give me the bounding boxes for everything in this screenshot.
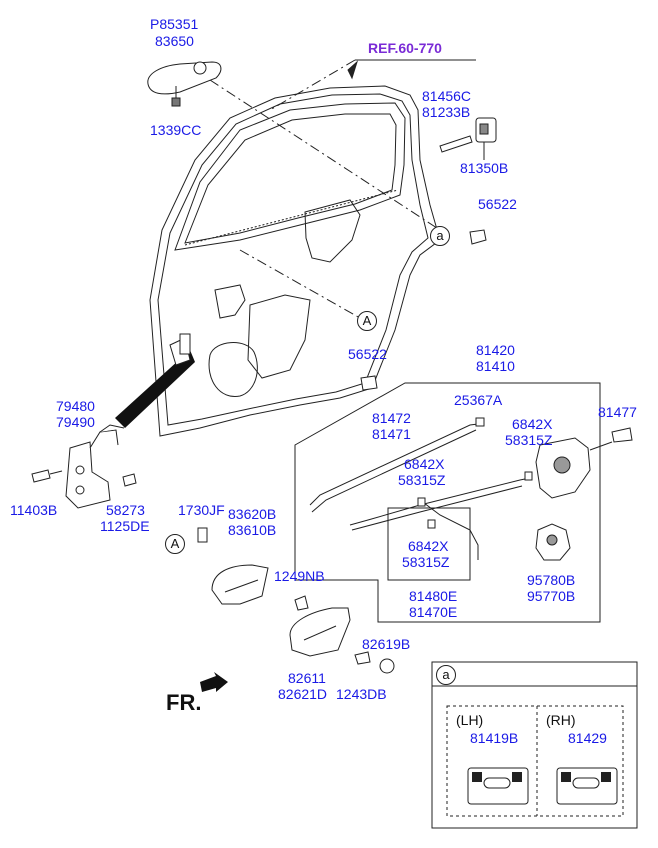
striker [439, 117, 497, 160]
label-83620b: 83620B [228, 506, 277, 522]
label-6842x-c: 6842X [408, 538, 449, 554]
label-1243db: 1243DB [336, 686, 387, 702]
plugs [360, 229, 487, 391]
label-79490: 79490 [56, 414, 95, 430]
latch-assembly [535, 427, 633, 561]
label-rh-icon [556, 767, 618, 805]
label-6842x-a: 6842X [512, 416, 553, 432]
label-81472: 81472 [372, 410, 411, 426]
inside-handle-lower [289, 607, 395, 674]
label-ref-60-770: REF.60-770 [368, 40, 442, 56]
callout-A-upper: A [357, 311, 377, 331]
label-95780b: 95780B [527, 572, 576, 588]
label-81456c: 81456C [422, 88, 472, 104]
label-58273: 58273 [106, 502, 145, 518]
clip-d [427, 519, 436, 529]
door-check [169, 333, 191, 366]
label-95770b: 95770B [527, 588, 576, 604]
rod-upper [309, 423, 479, 506]
label-82611: 82611 [288, 670, 326, 686]
label-58315z-a: 58315Z [505, 432, 553, 448]
clip-b [524, 471, 533, 481]
label-81471: 81471 [372, 426, 411, 442]
label-81470e: 81470E [409, 604, 458, 620]
panel-cutout-middle [247, 294, 311, 379]
label-p85351: P85351 [150, 16, 199, 32]
panel-cutout-speaker [208, 342, 258, 397]
label-1125de: 1125DE [100, 518, 150, 534]
door-panel [149, 85, 441, 437]
label-rh: (RH) [546, 712, 576, 728]
label-1730jf: 1730JF [178, 502, 225, 518]
label-81480e: 81480E [409, 588, 458, 604]
label-58315z-c: 58315Z [402, 554, 450, 570]
label-81410: 81410 [476, 358, 515, 374]
label-82619b: 82619B [362, 636, 411, 652]
outside-handle [147, 61, 222, 107]
label-81420: 81420 [476, 342, 515, 358]
label-1339cc: 1339CC [150, 122, 202, 138]
callout-A-lower: A [165, 534, 185, 554]
label-6842x-b: 6842X [404, 456, 445, 472]
label-81350b: 81350B [460, 160, 509, 176]
clip-c [417, 497, 426, 507]
label-83650: 83650 [155, 33, 194, 49]
door-hinge [65, 424, 125, 509]
bolts-left [31, 469, 137, 487]
label-11403b: 11403B [10, 502, 58, 518]
label-81419b: 81419B [470, 730, 519, 746]
label-79480: 79480 [56, 398, 95, 414]
clip-a [475, 417, 485, 427]
label-56522-upper: 56522 [478, 196, 517, 212]
rod-bracket [294, 382, 601, 623]
label-82621d: 82621D [278, 686, 328, 702]
label-56522-lower: 56522 [348, 346, 387, 362]
label-lh: (LH) [456, 712, 484, 728]
label-fr: FR. [166, 690, 202, 715]
label-58315z-b: 58315Z [398, 472, 446, 488]
label-81477: 81477 [598, 404, 637, 420]
label-1249nb: 1249NB [274, 568, 325, 584]
callout-a-upper: a [430, 226, 450, 246]
checker-strap [115, 350, 195, 428]
inside-handle-upper [197, 527, 309, 611]
detail-box-callout-a: a [436, 665, 456, 685]
label-83610b: 83610B [228, 522, 277, 538]
window-frame [174, 102, 406, 251]
label-81429: 81429 [568, 730, 607, 746]
panel-cutout-upper [304, 199, 361, 263]
label-81233b: 81233B [422, 104, 471, 120]
detail-box [431, 661, 638, 829]
fr-arrow [200, 672, 228, 692]
label-25367a: 25367A [454, 392, 503, 408]
label-lh-icon [467, 767, 529, 805]
